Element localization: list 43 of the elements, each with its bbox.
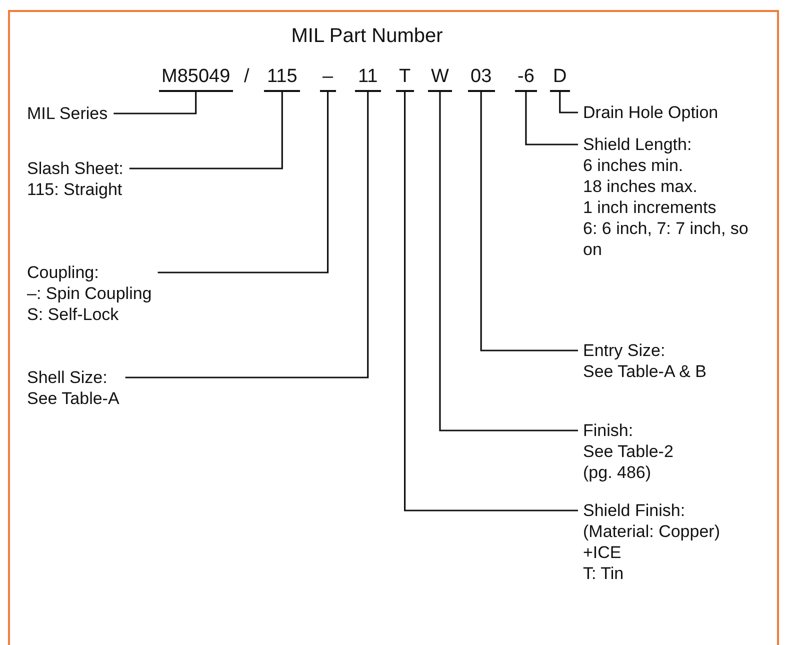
field-heading: Coupling: — [27, 262, 100, 283]
part-number-segment: 03 — [468, 64, 495, 92]
part-number-segment: -6 — [514, 64, 538, 92]
part-number-segment: W — [428, 64, 452, 92]
field-option: See Table-A & B — [583, 361, 706, 382]
leader-line — [525, 92, 578, 146]
field-heading: Shield Finish: — [583, 500, 686, 521]
separator-slash: / — [244, 65, 250, 89]
field-option: (pg. 486) — [583, 462, 674, 483]
leader-line — [114, 92, 197, 114]
part-number-segment: T — [396, 64, 414, 92]
field-heading: Shell Size: — [27, 367, 108, 388]
part-number-segment: D — [550, 64, 570, 92]
field-option: See Table-A — [27, 388, 120, 409]
part-number-segment: – — [320, 64, 336, 92]
field-heading: Slash Sheet: — [27, 158, 124, 179]
field-option: –: Spin Coupling — [27, 283, 152, 304]
leader-line — [439, 92, 578, 432]
field-option: 6 inches min. — [583, 155, 753, 176]
field-option: See Table-2 — [583, 441, 674, 462]
field-heading: Entry Size: — [583, 340, 666, 361]
title: MIL Part Number — [291, 26, 443, 47]
leader-line — [125, 92, 369, 378]
field-heading: MIL Series — [27, 103, 108, 124]
field-heading: Drain Hole Option — [583, 102, 718, 123]
field-option: 18 inches max. — [583, 176, 753, 197]
leader-line — [559, 92, 578, 114]
part-number-segment: M85049 — [158, 64, 234, 92]
leader-line — [404, 92, 578, 512]
field-option: 6: 6 inch, 7: 7 inch, so on — [583, 218, 753, 260]
leader-line — [480, 92, 578, 352]
part-number-segment: 11 — [355, 64, 381, 92]
field-option: 115: Straight — [27, 179, 124, 200]
field-option: (Material: Copper) — [583, 521, 720, 542]
part-number-segment: 115 — [264, 64, 300, 92]
field-heading: Finish: — [583, 420, 634, 441]
field-option: T: Tin — [583, 563, 720, 584]
leader-line — [129, 92, 283, 170]
leader-line — [158, 92, 329, 274]
field-option: S: Self-Lock — [27, 304, 152, 325]
field-heading: Shield Length: — [583, 134, 693, 155]
field-option: 1 inch increments — [583, 197, 753, 218]
field-option: +ICE — [583, 542, 720, 563]
